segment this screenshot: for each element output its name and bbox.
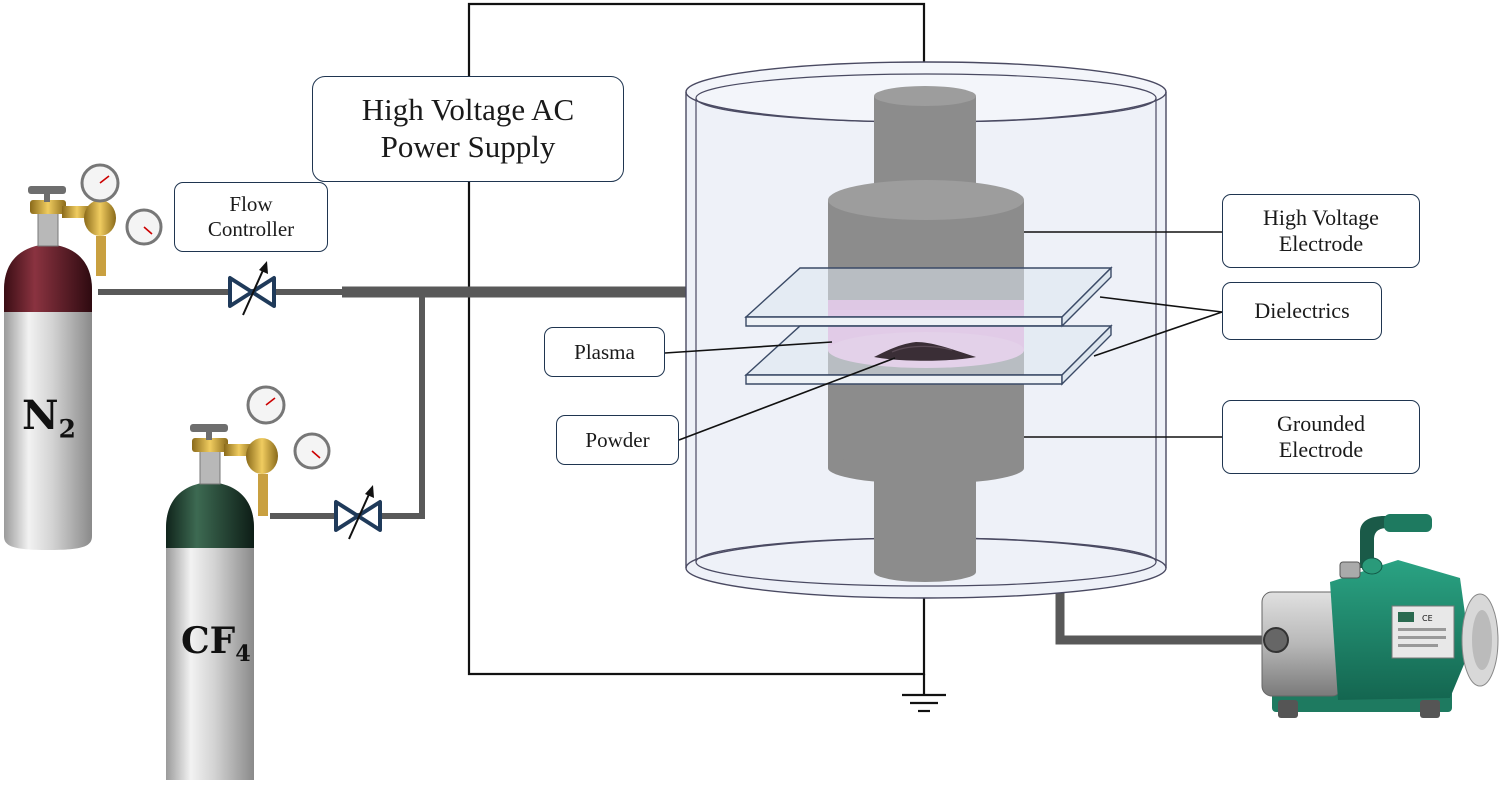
power-supply-label: High Voltage AC Power Supply xyxy=(312,76,624,182)
powder-pile xyxy=(874,342,976,361)
dielectric-upper xyxy=(744,266,1113,328)
ground-symbol xyxy=(902,693,946,713)
powder-label: Powder xyxy=(556,415,679,465)
n2-cylinder-label: N2 xyxy=(22,392,76,444)
flow-controller-label: Flow Controller xyxy=(174,182,328,252)
flow-controller-valve-cf4[interactable] xyxy=(334,485,382,540)
flow-controller-valve-n2[interactable] xyxy=(228,261,276,316)
grounded-electrode-label: Grounded Electrode xyxy=(1222,400,1420,474)
gas-pipes xyxy=(98,286,1262,645)
n2-gas-cylinder xyxy=(4,163,163,550)
high-voltage-electrode-label: High Voltage Electrode xyxy=(1222,194,1420,268)
cf4-gas-cylinder xyxy=(166,385,331,780)
leader-lines xyxy=(664,231,1223,441)
pump-ce-badge: CE xyxy=(1422,614,1433,623)
vacuum-pump: CE xyxy=(1261,514,1499,718)
dielectrics-label: Dielectrics xyxy=(1222,282,1382,340)
cf4-cylinder-label: CF4 xyxy=(181,620,251,667)
plasma-label: Plasma xyxy=(544,327,665,377)
